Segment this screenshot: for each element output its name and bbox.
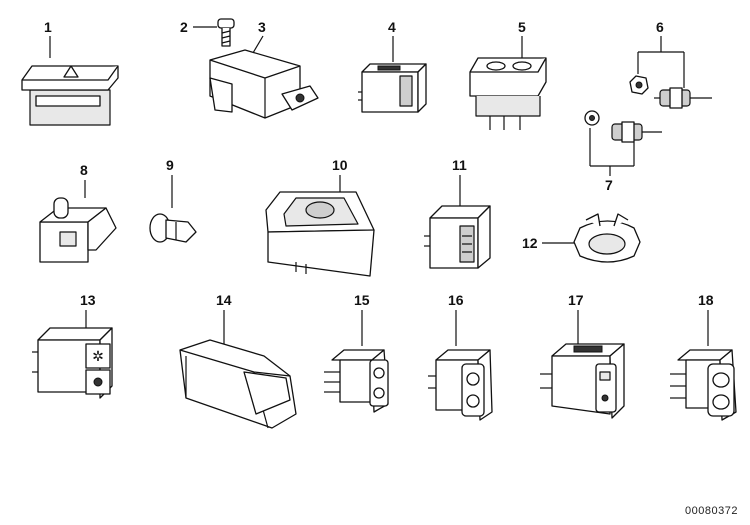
part-label-2: 2 <box>180 19 188 35</box>
part-label-16: 16 <box>448 292 464 308</box>
part-1-hazard-switch: 1 <box>21 19 119 126</box>
part-7-bulb-holder: 7 <box>584 110 662 193</box>
part-label-9: 9 <box>166 157 174 173</box>
part-label-8: 8 <box>80 162 88 178</box>
part-17-switch: 17 <box>540 292 625 419</box>
part-label-13: 13 <box>80 292 96 308</box>
part-8-push-switch: 8 <box>39 162 117 263</box>
part-12-grommet: 12 <box>522 213 641 263</box>
part-5-switch-block: 5 <box>469 19 547 130</box>
part-label-18: 18 <box>698 292 714 308</box>
part-label-15: 15 <box>354 292 370 308</box>
part-10-control-panel: 10 <box>265 157 375 277</box>
part-label-1: 1 <box>44 19 52 35</box>
part-label-10: 10 <box>332 157 348 173</box>
hazard-triangle-icon <box>63 65 79 78</box>
part-label-6: 6 <box>656 19 664 35</box>
part-label-11: 11 <box>452 157 467 173</box>
star-icon: ✲ <box>92 348 104 364</box>
part-15-switch: 15 <box>324 292 389 413</box>
part-13-double-switch: 13 ✲ <box>32 292 113 399</box>
part-2-screw: 2 <box>180 18 235 47</box>
part-3-relay: 3 <box>209 19 319 119</box>
part-label-4: 4 <box>388 19 396 35</box>
part-11-rocker-switch: 11 <box>424 157 491 269</box>
part-6-bulb-holder: 6 <box>629 19 712 109</box>
part-4-switch: 4 <box>358 19 427 113</box>
part-14-housing: 14 <box>179 292 297 429</box>
part-label-3: 3 <box>258 19 266 35</box>
part-16-switch: 16 <box>428 292 493 421</box>
part-label-7: 7 <box>605 177 613 193</box>
part-18-switch: 18 <box>670 292 737 421</box>
part-label-14: 14 <box>216 292 232 308</box>
part-label-12: 12 <box>522 235 538 251</box>
diagram-code: 00080372 <box>685 505 738 517</box>
part-label-17: 17 <box>568 292 584 308</box>
part-9-clip: 9 <box>149 157 197 243</box>
part-label-5: 5 <box>518 19 526 35</box>
